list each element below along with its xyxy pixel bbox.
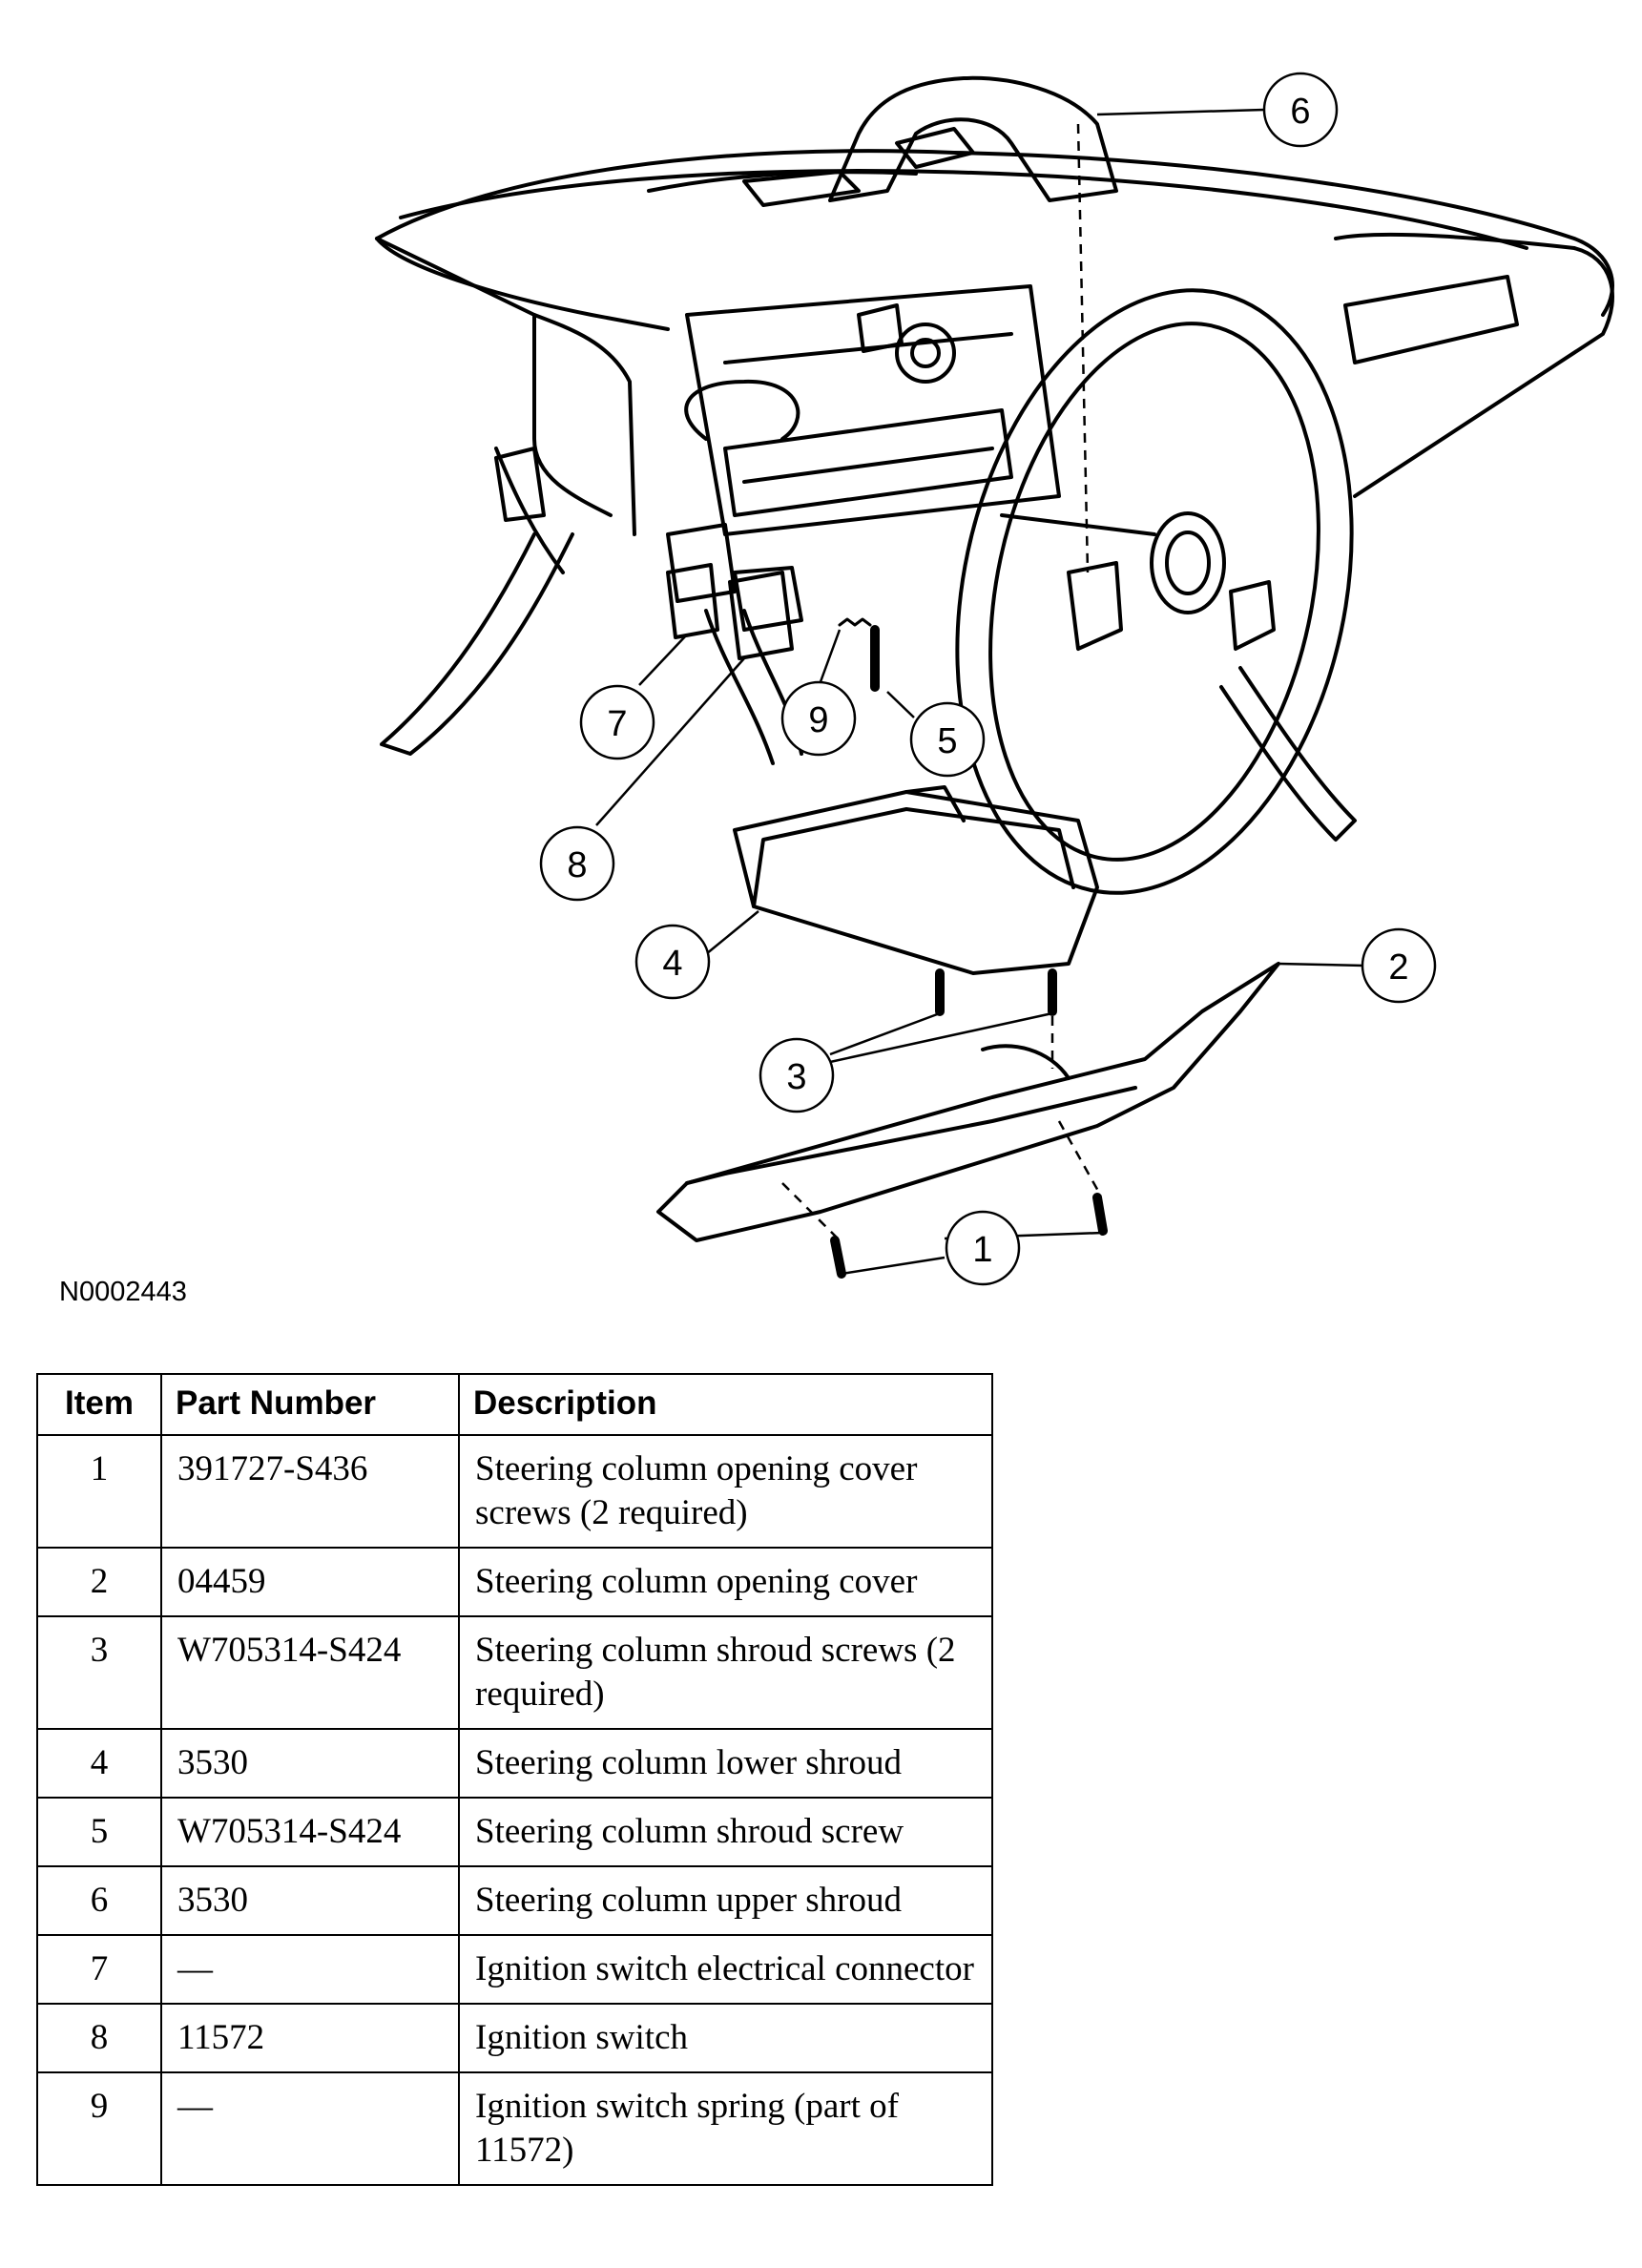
instrument-panel-drawing	[375, 75, 1614, 1279]
table-row: 2 04459 Steering column opening cover	[36, 1547, 993, 1617]
svg-text:9: 9	[808, 700, 828, 740]
column-header-item: Item	[36, 1373, 162, 1436]
table-row: 8 11572 Ignition switch	[36, 2003, 993, 2073]
part-number-cell: —	[160, 2071, 460, 2186]
svg-text:5: 5	[937, 721, 957, 761]
callout-6: 6	[1262, 72, 1339, 148]
description-cell: Steering column shroud screws (2 require…	[458, 1615, 993, 1730]
item-cell: 8	[36, 2003, 162, 2073]
description-cell: Ignition switch	[458, 2003, 993, 2073]
table-row: 6 3530 Steering column upper shroud	[36, 1865, 993, 1936]
description-cell: Steering column lower shroud	[458, 1728, 993, 1799]
svg-text:1: 1	[972, 1230, 992, 1270]
item-cell: 2	[36, 1547, 162, 1617]
column-header-part-number: Part Number	[160, 1373, 460, 1436]
figure-id: N0002443	[59, 1277, 187, 1307]
item-cell: 3	[36, 1615, 162, 1730]
callout-5: 5	[909, 701, 986, 778]
column-header-description: Description	[458, 1373, 993, 1436]
callout-3: 3	[759, 1037, 835, 1113]
table-row: 1 391727-S436 Steering column opening co…	[36, 1434, 993, 1549]
part-number-cell: —	[160, 1934, 460, 2005]
callout-9: 9	[780, 680, 857, 757]
table-row: 4 3530 Steering column lower shroud	[36, 1728, 993, 1799]
item-cell: 6	[36, 1865, 162, 1936]
part-number-cell: W705314-S424	[160, 1615, 460, 1730]
svg-text:4: 4	[662, 944, 682, 984]
callout-8: 8	[539, 825, 615, 902]
table-row: 9 — Ignition switch spring (part of 1157…	[36, 2071, 993, 2186]
description-cell: Steering column opening cover	[458, 1547, 993, 1617]
table-header-row: Item Part Number Description	[36, 1373, 993, 1436]
table-row: 3 W705314-S424 Steering column shroud sc…	[36, 1615, 993, 1730]
svg-text:3: 3	[786, 1057, 806, 1097]
callout-2: 2	[1361, 927, 1437, 1004]
callout-1: 1	[945, 1210, 1021, 1286]
item-cell: 1	[36, 1434, 162, 1549]
callout-bubbles: 1 2 3 4 5 6 7 8	[539, 72, 1437, 1286]
description-cell: Ignition switch electrical connector	[458, 1934, 993, 2005]
description-cell: Ignition switch spring (part of 11572)	[458, 2071, 993, 2186]
item-cell: 9	[36, 2071, 162, 2186]
exploded-view-diagram: 1 2 3 4 5 6 7 8	[375, 72, 1614, 1286]
part-number-cell: 3530	[160, 1865, 460, 1936]
description-cell: Steering column opening cover screws (2 …	[458, 1434, 993, 1549]
svg-text:2: 2	[1388, 947, 1408, 988]
item-cell: 4	[36, 1728, 162, 1799]
svg-text:8: 8	[567, 845, 587, 885]
callout-7: 7	[579, 684, 655, 760]
description-cell: Steering column upper shroud	[458, 1865, 993, 1936]
parts-table: Item Part Number Description 1 391727-S4…	[36, 1373, 993, 2186]
part-number-cell: 391727-S436	[160, 1434, 460, 1549]
svg-text:7: 7	[607, 704, 627, 744]
part-number-cell: W705314-S424	[160, 1797, 460, 1867]
description-cell: Steering column shroud screw	[458, 1797, 993, 1867]
svg-text:6: 6	[1290, 92, 1310, 132]
part-number-cell: 04459	[160, 1547, 460, 1617]
part-number-cell: 11572	[160, 2003, 460, 2073]
table-row: 7 — Ignition switch electrical connector	[36, 1934, 993, 2005]
item-cell: 5	[36, 1797, 162, 1867]
item-cell: 7	[36, 1934, 162, 2005]
part-number-cell: 3530	[160, 1728, 460, 1799]
callout-4: 4	[634, 924, 711, 1000]
table-row: 5 W705314-S424 Steering column shroud sc…	[36, 1797, 993, 1867]
